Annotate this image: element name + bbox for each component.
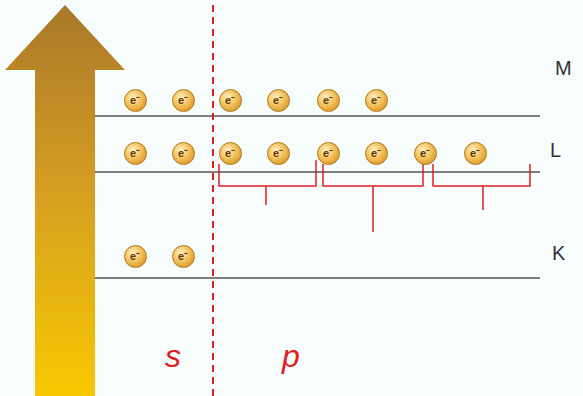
electron-symbol: e⁻ bbox=[130, 95, 140, 106]
electron: e⁻ bbox=[219, 89, 242, 112]
electron-symbol: e⁻ bbox=[225, 95, 235, 106]
electron: e⁻ bbox=[464, 142, 487, 165]
electron: e⁻ bbox=[172, 245, 195, 268]
shell-label: L bbox=[550, 140, 561, 160]
shell-line bbox=[95, 277, 540, 279]
orbital-label: s bbox=[165, 340, 181, 372]
shell-label: K bbox=[552, 243, 565, 263]
electron-symbol: e⁻ bbox=[178, 148, 188, 159]
electron: e⁻ bbox=[365, 142, 388, 165]
electron: e⁻ bbox=[124, 245, 147, 268]
shell-line bbox=[95, 115, 540, 117]
electron: e⁻ bbox=[317, 89, 340, 112]
electron: e⁻ bbox=[317, 142, 340, 165]
electron-symbol: e⁻ bbox=[273, 95, 283, 106]
electron-symbol: e⁻ bbox=[323, 148, 333, 159]
orbital-label: p bbox=[282, 340, 300, 372]
electron-symbol: e⁻ bbox=[371, 95, 381, 106]
shell-label: M bbox=[555, 58, 572, 78]
electron-symbol: e⁻ bbox=[225, 148, 235, 159]
electron: e⁻ bbox=[267, 89, 290, 112]
energy-arrow bbox=[5, 5, 125, 396]
shell-line bbox=[95, 171, 540, 173]
electron: e⁻ bbox=[219, 142, 242, 165]
electron: e⁻ bbox=[172, 142, 195, 165]
divider-line bbox=[212, 5, 214, 396]
electron-symbol: e⁻ bbox=[178, 95, 188, 106]
electron-symbol: e⁻ bbox=[130, 148, 140, 159]
electron-symbol: e⁻ bbox=[130, 251, 140, 262]
electron: e⁻ bbox=[124, 89, 147, 112]
electron-symbol: e⁻ bbox=[273, 148, 283, 159]
electron: e⁻ bbox=[267, 142, 290, 165]
electron-symbol: e⁻ bbox=[470, 148, 480, 159]
electron-symbol: e⁻ bbox=[420, 148, 430, 159]
electron-symbol: e⁻ bbox=[323, 95, 333, 106]
orbital-brackets bbox=[219, 160, 530, 232]
electron: e⁻ bbox=[414, 142, 437, 165]
electron: e⁻ bbox=[365, 89, 388, 112]
electron: e⁻ bbox=[124, 142, 147, 165]
electron-symbol: e⁻ bbox=[371, 148, 381, 159]
electron-symbol: e⁻ bbox=[178, 251, 188, 262]
electron: e⁻ bbox=[172, 89, 195, 112]
